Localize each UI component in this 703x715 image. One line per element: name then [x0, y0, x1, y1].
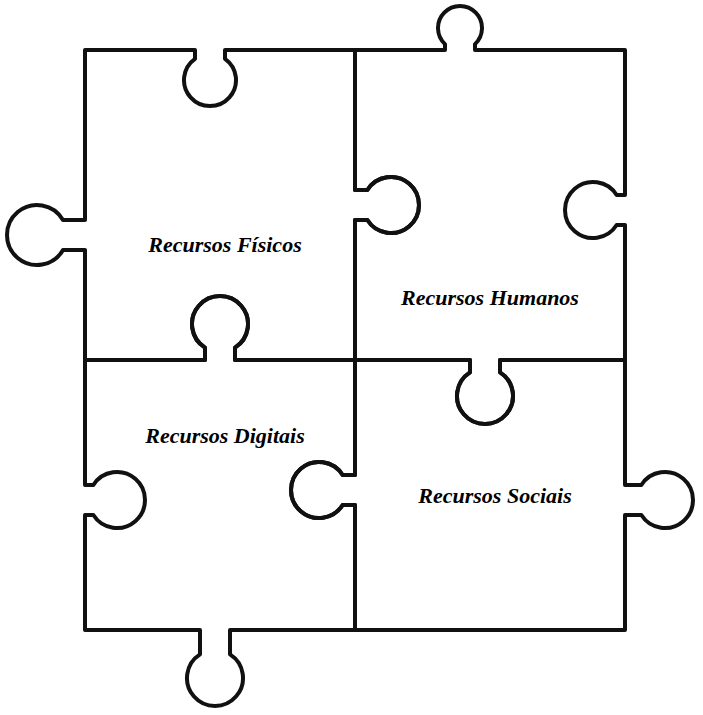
piece-outline-path [85, 296, 355, 706]
puzzle-piece: Recursos Sociais [270, 275, 703, 715]
piece-label: Recursos Humanos [401, 285, 579, 310]
puzzle-piece: Recursos Digitais [0, 275, 440, 715]
piece-outline-path [7, 50, 419, 360]
piece-outline [0, 275, 440, 715]
piece-label: Recursos Físicos [148, 232, 301, 257]
piece-label: Recursos Sociais [418, 483, 571, 508]
piece-label: Recursos Digitais [145, 423, 305, 448]
piece-outline [270, 0, 703, 445]
puzzle-piece: Recursos Físicos [0, 0, 440, 445]
puzzle-piece: Recursos Humanos [270, 0, 703, 445]
piece-outline-path [291, 360, 693, 630]
piece-outline [0, 0, 440, 445]
